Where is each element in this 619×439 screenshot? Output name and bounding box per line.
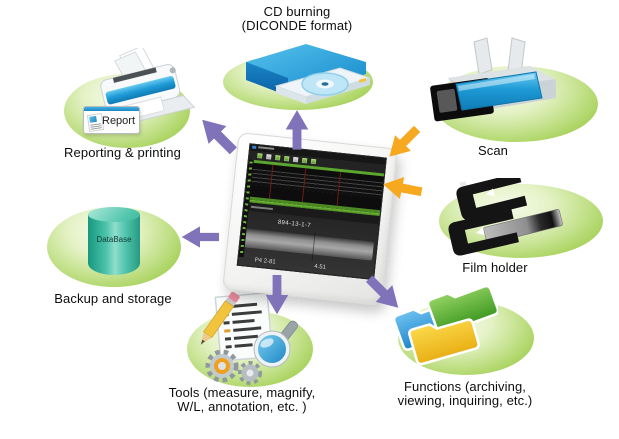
cd-drive-icon [246,44,372,104]
folders-icon [394,282,498,367]
arrow-from-film-holder-icon [383,177,423,199]
label-film-holder: Film holder [462,260,528,275]
report-badge: Report [83,106,140,134]
label-cd-burning: CD burning (DICONDE format) [241,4,353,33]
arrow-to-functions-icon [365,275,399,308]
image-annotation: 894-13-1-7 [277,219,312,229]
label-tools: Tools (measure, magnify, W/L, annotation… [168,385,316,414]
database-label: DataBase [96,235,132,244]
arrow-from-scan-icon [389,125,421,157]
label-backup: Backup and storage [54,291,172,306]
scanner-icon [430,37,556,122]
report-badge-label: Report [102,115,136,127]
report-badge-header [84,107,139,111]
image-readout-left: P4 2-81 [254,257,276,266]
arrow-to-tools-icon [265,275,289,315]
label-reporting: Reporting & printing [64,145,181,160]
film-holder-icon [447,178,563,256]
arrow-to-cd-burning-icon [285,110,309,150]
arrow-to-reporting-icon [202,119,237,155]
app-icon [252,145,257,149]
label-functions: Functions (archiving, viewing, inquiring… [397,379,533,408]
database-icon: DataBase [88,207,140,275]
tools-icon [200,292,298,385]
label-scan: Scan [477,143,509,158]
arrow-to-backup-icon [181,226,219,248]
software-screen: 894-13-1-7 P4 2-81 4.51 [236,143,387,281]
image-readout-right: 4.51 [313,263,327,271]
